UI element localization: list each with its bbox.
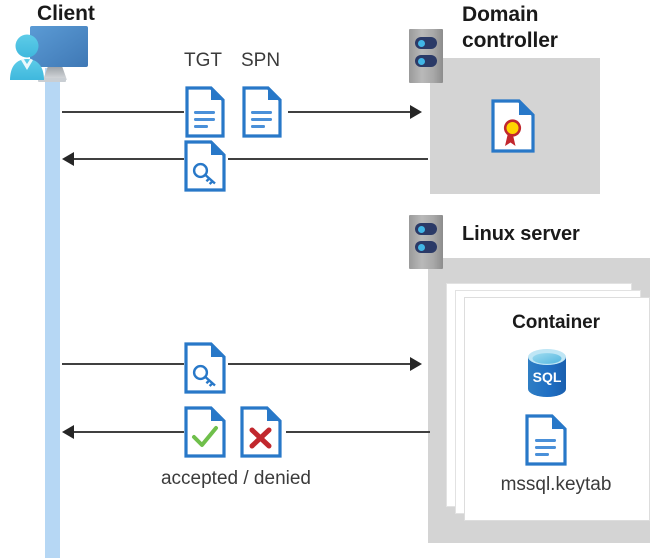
flow-client-to-linux-arrowhead: [410, 357, 422, 371]
domain-controller-title-line2: controller: [462, 29, 558, 52]
label-spn: SPN: [241, 50, 281, 71]
flow-client-to-linux-segment-right: [228, 363, 410, 365]
accepted-document-icon: [184, 406, 226, 458]
flow-dc-to-client-arrowhead: [62, 152, 74, 166]
flow-client-to-dc-arrowhead: [410, 105, 422, 119]
flow-dc-to-client-segment-left: [74, 158, 184, 160]
ticket-key-document-icon-bottom: [184, 342, 226, 394]
keytab-document-icon: [525, 414, 567, 466]
flow-client-to-dc-segment-left: [62, 111, 184, 113]
page-title-container: Container: [512, 312, 600, 333]
linux-server-icon: [409, 215, 443, 269]
container-card-front: [464, 297, 650, 521]
flow-linux-to-client-arrowhead: [62, 425, 74, 439]
label-tgt: TGT: [184, 50, 222, 71]
server-led-1: [415, 37, 437, 49]
page-title-domain-controller: Domain controller: [462, 2, 652, 54]
flow-dc-to-client-segment-right: [228, 158, 428, 160]
sql-database-icon: SQL: [524, 348, 570, 398]
server-led-2: [415, 241, 437, 253]
domain-controller-server-icon: [409, 29, 443, 83]
label-accepted-denied: accepted / denied: [160, 468, 311, 489]
denied-document-icon: [240, 406, 282, 458]
label-keytab: mssql.keytab: [500, 474, 612, 495]
spn-document-icon: [242, 86, 282, 138]
page-title-client: Client: [37, 2, 95, 25]
client-icon: [8, 24, 108, 84]
flow-linux-to-client-segment-left: [74, 431, 184, 433]
server-led-2: [415, 55, 437, 67]
tgt-document-icon: [185, 86, 225, 138]
flow-client-to-dc-segment-right: [288, 111, 410, 113]
client-lifeline: [45, 68, 60, 558]
certificate-document-icon: [491, 99, 535, 153]
ticket-key-document-icon-top: [184, 140, 226, 192]
flow-client-to-linux-segment-left: [62, 363, 184, 365]
flow-linux-to-client-segment-right: [286, 431, 430, 433]
domain-controller-title-line1: Domain: [462, 3, 539, 26]
svg-text:SQL: SQL: [533, 369, 562, 385]
server-led-1: [415, 223, 437, 235]
page-title-linux-server: Linux server: [462, 223, 580, 245]
